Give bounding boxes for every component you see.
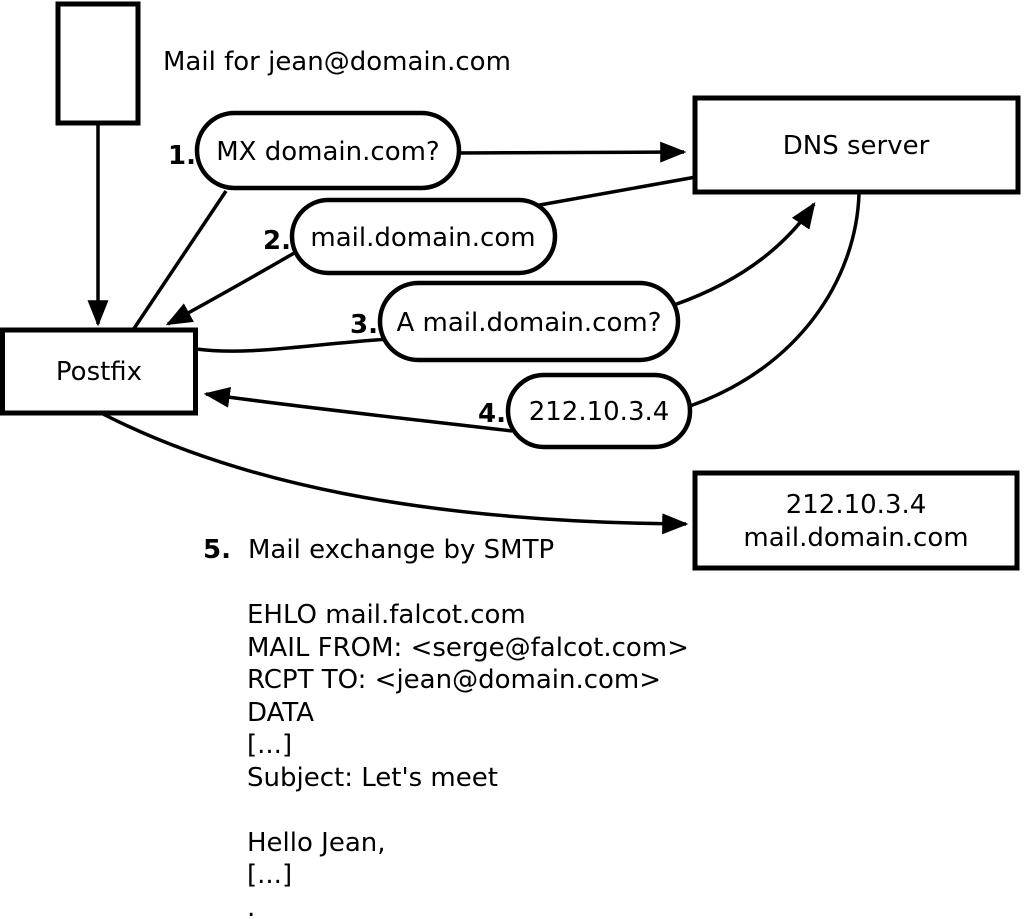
line-dns-to-reply4: [689, 193, 861, 408]
mailserver-ip-label: 212.10.3.4: [786, 490, 927, 520]
line-postfix-to-query3: [195, 337, 391, 353]
mailserver-node: [692, 470, 1020, 571]
step3-label: A mail.domain.com?: [397, 308, 662, 338]
arrow-query3-to-dns: [673, 201, 816, 307]
postfix-label: Postfix: [56, 357, 142, 387]
step5-label: Mail exchange by SMTP: [248, 535, 554, 565]
step1-label: MX domain.com?: [216, 137, 439, 167]
step1-number: 1.: [168, 141, 196, 171]
arrow-reply2-to-postfix: [165, 250, 297, 326]
arrow-query1-to-dns: [455, 141, 687, 163]
smtp-session-transcript: EHLO mail.falcot.com MAIL FROM: <serge@f…: [247, 600, 689, 919]
pill-step3-a-query: [377, 280, 681, 363]
postfix-node: [0, 327, 198, 416]
step2-label: mail.domain.com: [310, 223, 535, 253]
mailserver-host-label: mail.domain.com: [743, 523, 968, 553]
arrow-postfix-to-mailserver: [100, 411, 689, 535]
pill-step4-a-reply: [505, 372, 693, 450]
line-postfix-to-query1: [129, 190, 228, 334]
step2-number: 2.: [263, 226, 291, 256]
pill-step2-mx-reply: [289, 197, 558, 276]
step4-number: 4.: [478, 399, 506, 429]
sender-message-label: Mail for jean@domain.com: [163, 47, 511, 77]
pill-step1-mx-query: [194, 110, 462, 191]
dns-server-node: [692, 95, 1021, 195]
arrow-reply4-to-postfix: [203, 386, 513, 433]
line-dns-to-reply2: [533, 175, 697, 208]
message-envelope-box: [55, 1, 141, 126]
step5-number: 5.: [203, 535, 231, 565]
dns-server-label: DNS server: [783, 131, 930, 161]
step3-number: 3.: [350, 310, 378, 340]
step4-label: 212.10.3.4: [529, 397, 670, 427]
